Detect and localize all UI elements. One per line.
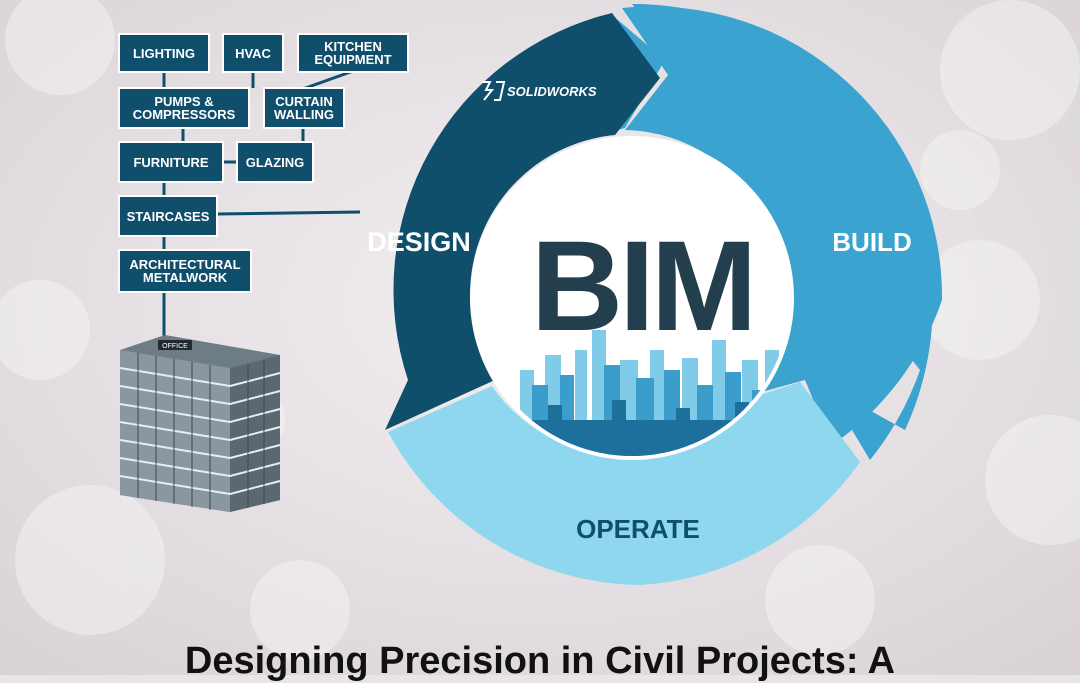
operate-segment — [388, 382, 860, 585]
build-segment-arc — [622, 6, 943, 445]
component-pumps-compressors: PUMPS & COMPRESSORS — [118, 87, 250, 129]
component-lighting: LIGHTING — [118, 33, 210, 73]
component-architectural-metalwork: ARCHITECTURAL METALWORK — [118, 249, 252, 293]
component-glazing: GLAZING — [236, 141, 314, 183]
bim-center-label: BIM — [531, 215, 754, 358]
component-curtain-walling: CURTAIN WALLING — [263, 87, 345, 129]
design-segment — [385, 13, 660, 430]
building-illustration: OFFICE — [119, 335, 281, 512]
component-hvac: HVAC — [222, 33, 284, 73]
component-kitchen-equipment: KITCHEN EQUIPMENT — [297, 33, 409, 73]
solidworks-logo: SOLIDWORKS — [482, 81, 597, 101]
connector-lines — [162, 68, 361, 340]
article-title: Designing Precision in Civil Projects: A — [184, 640, 896, 682]
building-sign: OFFICE — [162, 343, 188, 350]
build-label: BUILD — [832, 227, 911, 257]
component-furniture: FURNITURE — [118, 141, 224, 183]
solidworks-logo-text: SOLIDWORKS — [507, 84, 597, 99]
3ds-logo-icon — [482, 81, 506, 101]
component-staircases: STAIRCASES — [118, 195, 218, 237]
operate-label: OPERATE — [576, 514, 700, 544]
design-label: DESIGN — [367, 227, 471, 257]
